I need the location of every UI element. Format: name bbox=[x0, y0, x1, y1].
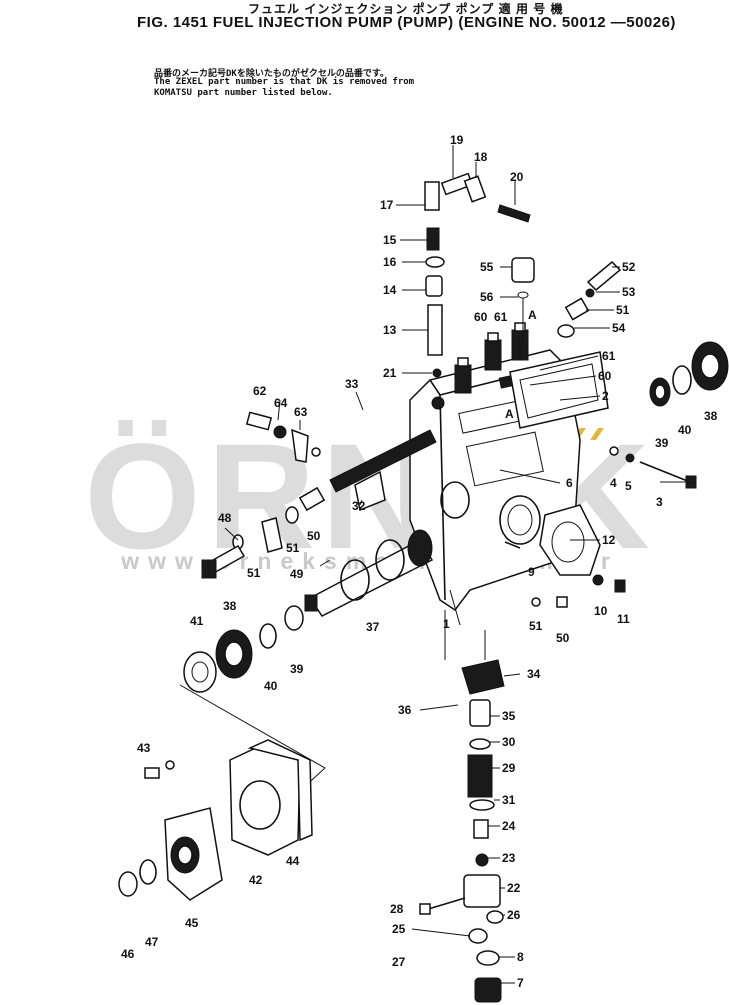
svg-text:51: 51 bbox=[247, 566, 261, 580]
svg-text:1: 1 bbox=[443, 617, 450, 631]
note-japanese: 品番のメーカ記号DKを除いたものがゼクセルの品番です。 bbox=[154, 69, 389, 79]
delivery-valve-holders bbox=[454, 322, 529, 394]
svg-text:49: 49 bbox=[290, 567, 304, 581]
svg-text:50: 50 bbox=[556, 631, 570, 645]
bolt-3 bbox=[609, 446, 697, 489]
svg-text:50: 50 bbox=[307, 529, 321, 543]
svg-text:35: 35 bbox=[502, 709, 516, 723]
svg-text:18: 18 bbox=[474, 150, 488, 164]
svg-text:64: 64 bbox=[274, 396, 288, 410]
svg-text:23: 23 bbox=[502, 851, 516, 865]
svg-text:47: 47 bbox=[145, 935, 159, 949]
svg-text:12: 12 bbox=[602, 533, 616, 547]
svg-text:61: 61 bbox=[494, 310, 508, 324]
svg-text:63: 63 bbox=[294, 405, 308, 419]
svg-text:40: 40 bbox=[264, 679, 278, 693]
svg-text:16: 16 bbox=[383, 255, 397, 269]
svg-text:13: 13 bbox=[383, 323, 397, 337]
svg-text:61: 61 bbox=[602, 349, 616, 363]
svg-text:36: 36 bbox=[398, 703, 412, 717]
svg-text:53: 53 bbox=[622, 285, 636, 299]
svg-text:33: 33 bbox=[345, 377, 359, 391]
top-plunger-column bbox=[424, 172, 531, 378]
tappet-column bbox=[419, 610, 505, 1003]
svg-text:38: 38 bbox=[704, 409, 718, 423]
svg-text:5: 5 bbox=[625, 479, 632, 493]
right-fittings bbox=[557, 260, 622, 338]
svg-text:29: 29 bbox=[502, 761, 516, 775]
control-rack bbox=[329, 429, 437, 512]
svg-text:7: 7 bbox=[517, 976, 524, 990]
svg-text:20: 20 bbox=[510, 170, 524, 184]
svg-text:42: 42 bbox=[249, 873, 263, 887]
svg-text:52: 52 bbox=[622, 260, 636, 274]
svg-text:39: 39 bbox=[290, 662, 304, 676]
svg-text:45: 45 bbox=[185, 916, 199, 930]
svg-text:27: 27 bbox=[392, 955, 406, 969]
svg-text:40: 40 bbox=[678, 423, 692, 437]
svg-text:28: 28 bbox=[390, 902, 404, 916]
svg-text:39: 39 bbox=[655, 436, 669, 450]
svg-text:8: 8 bbox=[517, 950, 524, 964]
svg-text:2: 2 bbox=[602, 389, 609, 403]
svg-text:54: 54 bbox=[612, 321, 626, 335]
left-bearing-set bbox=[183, 605, 304, 693]
svg-text:56: 56 bbox=[480, 290, 494, 304]
side-cover-plate bbox=[509, 351, 609, 429]
leader-lines bbox=[224, 145, 690, 984]
svg-text:51: 51 bbox=[616, 303, 630, 317]
right-bearing-set bbox=[649, 341, 729, 407]
svg-text:22: 22 bbox=[507, 881, 521, 895]
svg-text:25: 25 bbox=[392, 922, 406, 936]
svg-text:44: 44 bbox=[286, 854, 300, 868]
svg-text:9: 9 bbox=[528, 565, 535, 579]
figure-title: FIG. 1451 FUEL INJECTION PUMP (PUMP) (EN… bbox=[137, 14, 676, 31]
svg-text:10: 10 bbox=[594, 604, 608, 618]
svg-text:37: 37 bbox=[366, 620, 380, 634]
svg-text:11: 11 bbox=[617, 612, 630, 626]
svg-text:32: 32 bbox=[352, 499, 366, 513]
svg-text:15: 15 bbox=[383, 233, 397, 247]
svg-text:62: 62 bbox=[253, 384, 267, 398]
svg-text:51: 51 bbox=[529, 619, 543, 633]
svg-text:4: 4 bbox=[610, 476, 617, 490]
svg-text:26: 26 bbox=[507, 908, 521, 922]
top-cap-part bbox=[511, 257, 535, 340]
svg-text:31: 31 bbox=[502, 793, 516, 807]
svg-text:17: 17 bbox=[380, 198, 394, 212]
left-side-fittings bbox=[201, 411, 326, 579]
svg-text:14: 14 bbox=[383, 283, 397, 297]
svg-text:21: 21 bbox=[383, 366, 397, 380]
svg-text:60: 60 bbox=[598, 369, 612, 383]
lower-left-cover bbox=[118, 684, 326, 901]
svg-text:6: 6 bbox=[566, 476, 573, 490]
svg-text:55: 55 bbox=[480, 260, 494, 274]
svg-text:3: 3 bbox=[656, 495, 663, 509]
svg-text:A: A bbox=[505, 407, 514, 421]
svg-text:48: 48 bbox=[218, 511, 232, 525]
svg-text:A: A bbox=[528, 308, 537, 322]
part-number-labels: 19 18 20 17 15 16 14 13 21 55 56 A 60 61… bbox=[121, 133, 718, 990]
svg-text:60: 60 bbox=[474, 310, 488, 324]
svg-text:41: 41 bbox=[190, 614, 204, 628]
svg-text:38: 38 bbox=[223, 599, 237, 613]
svg-text:43: 43 bbox=[137, 741, 151, 755]
svg-text:30: 30 bbox=[502, 735, 516, 749]
svg-text:34: 34 bbox=[527, 667, 541, 681]
svg-text:19: 19 bbox=[450, 133, 464, 147]
note-english-line-2: KOMATSU part number listed below. bbox=[154, 88, 333, 98]
svg-text:24: 24 bbox=[502, 819, 516, 833]
note-english-line-1: The ZEXEL part number is that DK is remo… bbox=[154, 77, 415, 87]
small-bolts bbox=[504, 541, 626, 608]
svg-text:51: 51 bbox=[286, 541, 300, 555]
camshaft bbox=[304, 529, 434, 617]
japanese-title: フュエル インジェクション ポンプ ポンプ 適 用 号 機 bbox=[248, 2, 564, 16]
svg-text:46: 46 bbox=[121, 947, 135, 961]
